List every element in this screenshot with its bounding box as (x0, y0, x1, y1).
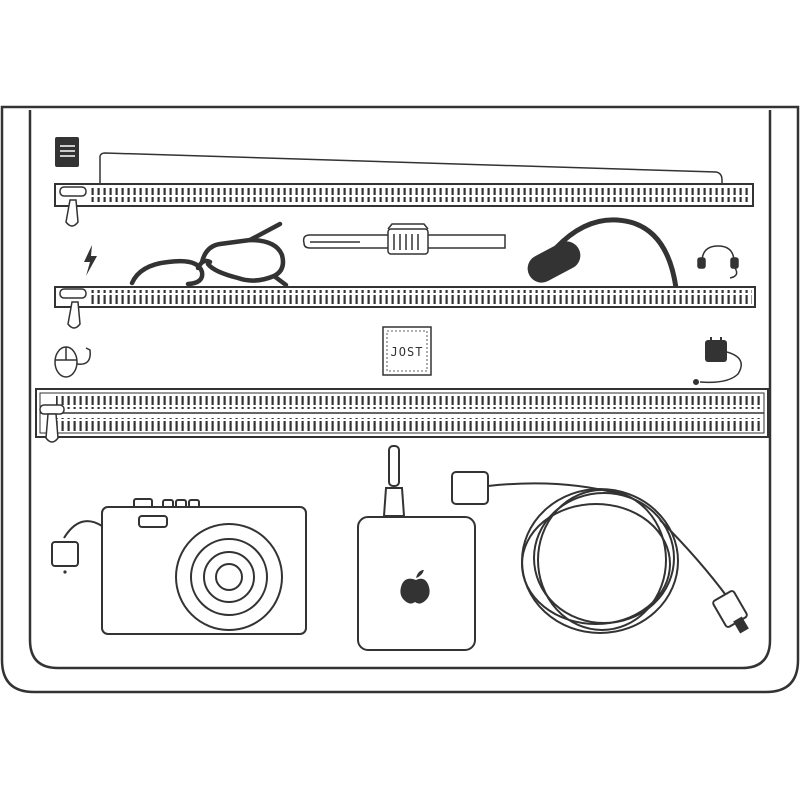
main-double-zipper[interactable] (35, 388, 769, 443)
power-adapter-icon (693, 337, 742, 385)
bag-body (0, 105, 800, 694)
zipper-pull-main[interactable] (39, 404, 65, 443)
bag-inner-outline (28, 110, 772, 670)
camera-strap (63, 520, 103, 539)
apple-logo-icon (400, 570, 430, 604)
notebook-icon (55, 137, 79, 167)
glasses (129, 221, 289, 288)
zipper-upper[interactable] (54, 183, 754, 227)
bag-outer-outline (0, 105, 800, 694)
middle-pocket (54, 217, 756, 329)
usb-cable (451, 471, 749, 634)
pen (302, 223, 506, 255)
zipper-pull-middle[interactable] (59, 288, 87, 329)
brand-label-text: JOST (391, 345, 424, 359)
mouse-icon (54, 346, 91, 378)
headset (527, 217, 679, 289)
zipper-middle[interactable] (54, 286, 756, 329)
camera-strap-clip (51, 541, 79, 567)
cable-connector-end (451, 471, 489, 505)
document-sleeve (99, 152, 723, 186)
upper-pocket (54, 137, 754, 227)
lightning-icon (84, 245, 97, 276)
zipper-pull-upper[interactable] (59, 186, 87, 227)
power-adapter (357, 445, 476, 651)
camera (51, 498, 307, 635)
brand-label: JOST (382, 326, 432, 376)
headphones-icon (697, 245, 739, 279)
